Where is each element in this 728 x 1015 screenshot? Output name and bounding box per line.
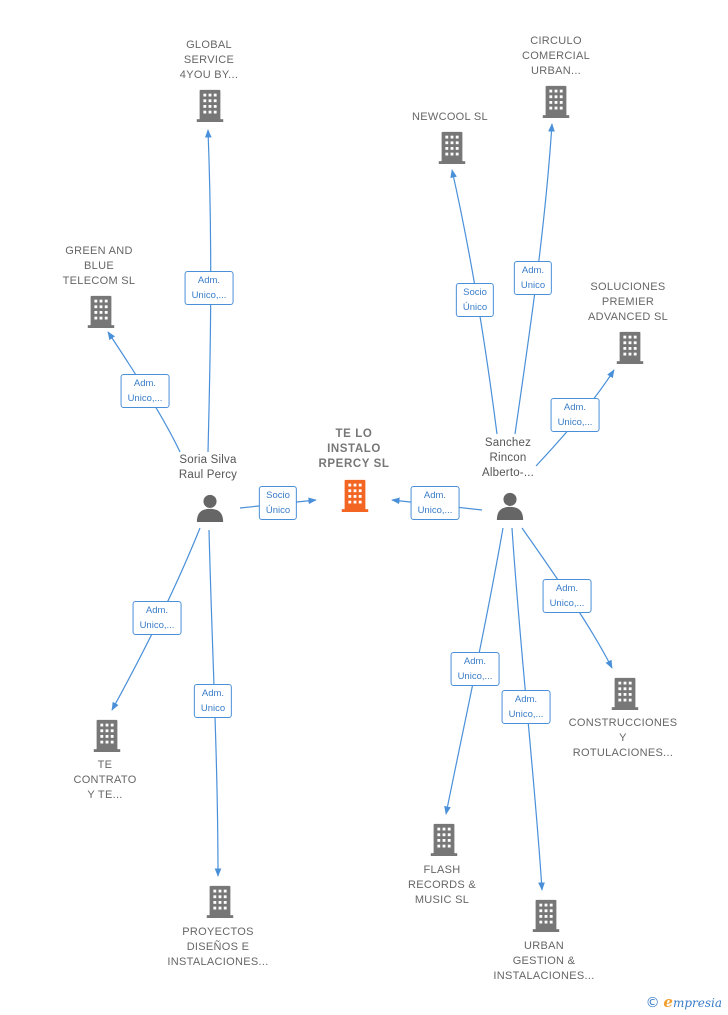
company-label-newcool[interactable]: NEWCOOL SL [412,111,488,123]
building-icon[interactable] [616,331,644,364]
edge-label-sanchez-urban: Adm. Unico,... [501,690,551,724]
edge-label-soria-proyectos: Adm. Unico [193,684,233,718]
building-icon-orange[interactable] [341,479,369,512]
edge-label-soria-green: Adm. Unico,... [120,374,170,408]
person-icon[interactable] [496,492,524,520]
brand-footer: © empresia [646,993,722,1011]
company-label-urban[interactable]: URBAN GESTION & INSTALACIONES... [493,940,595,982]
building-icon[interactable] [532,899,560,932]
building-icon[interactable] [206,885,234,918]
company-label-flash[interactable]: FLASH RECORDS & MUSIC SL [407,864,477,906]
person-icon[interactable] [196,494,224,522]
building-icon[interactable] [542,85,570,118]
edge-label-soria-telo: Socio Único [258,486,298,520]
edge-label-sanchez-construcciones: Adm. Unico,... [542,579,592,613]
company-label-global[interactable]: GLOBAL SERVICE 4YOU BY... [179,39,239,81]
building-icon[interactable] [611,677,639,710]
company-label-soluciones[interactable]: SOLUCIONES PREMIER ADVANCED SL [587,281,669,323]
edge-label-soria-tecontrato: Adm. Unico,... [132,601,182,635]
company-label-telo[interactable]: TE LO INSTALO RPERCY SL [318,428,390,470]
brand-name: mpresia [672,996,722,1010]
company-label-construcciones[interactable]: CONSTRUCCIONES Y ROTULACIONES... [568,717,678,759]
company-label-tecontrato[interactable]: TE CONTRATO Y TE... [73,759,137,801]
edge-label-soria-global: Adm. Unico,... [184,271,234,305]
brand-logo-mark: e [663,993,673,1011]
building-icon[interactable] [196,89,224,122]
person-label-soria[interactable]: Soria Silva Raul Percy [178,454,238,481]
building-icon[interactable] [430,823,458,856]
copyright-icon: © [645,995,660,1011]
company-label-green[interactable]: GREEN AND BLUE TELECOM SL [62,245,136,287]
company-label-proyectos[interactable]: PROYECTOS DISEÑOS E INSTALACIONES... [167,926,269,968]
person-label-sanchez[interactable]: Sanchez Rincon Alberto-... [481,437,535,479]
edge-label-sanchez-soluciones: Adm. Unico,... [550,398,600,432]
edge-label-sanchez-newcool: Socio Único [455,283,495,317]
company-label-circulo[interactable]: CIRCULO COMERCIAL URBAN... [521,35,591,77]
edge-label-sanchez-flash: Adm. Unico,... [450,652,500,686]
building-icon[interactable] [93,719,121,752]
building-icon[interactable] [438,131,466,164]
building-icon[interactable] [87,295,115,328]
edge-soria-global [204,129,212,453]
edge-label-sanchez-circulo: Adm. Unico [513,261,553,295]
edge-label-sanchez-telo: Adm. Unico,... [410,486,460,520]
